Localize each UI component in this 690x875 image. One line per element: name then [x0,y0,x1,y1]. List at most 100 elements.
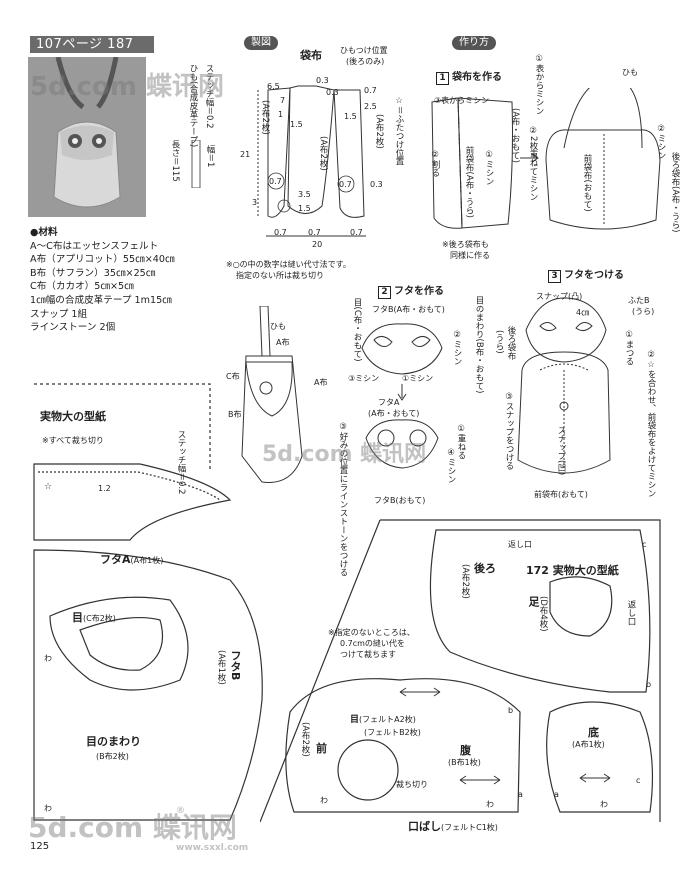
fold-mark: わ [44,804,52,813]
beak-text: 口ばし [408,820,441,833]
right-note-3: つけて裁ちます [340,650,396,659]
step-1-label: ③表からミシン [434,96,490,105]
step-3-label: スナップ(凸) [536,292,583,301]
step-1-label: 前袋布(おもて) [582,154,592,212]
fold-mark: わ [600,800,608,809]
material-line: ラインストーン 2個 [30,322,116,334]
watermark: 5d.com 蝶讯网 [262,442,427,467]
step-1-illustration [431,88,661,230]
dim: 1.5 [298,204,311,213]
belly-label: 腹 [460,744,471,757]
eye-ring-label: 目のまわり [86,735,141,748]
step-3-label: 前袋布(おもて) [534,490,588,499]
point-letter: c [642,540,647,549]
point-letter: c [636,776,641,785]
bottom-cloth: (A布1枚) [572,740,605,749]
step-2-label: 目(C布・おもて) [352,298,362,362]
step-1-number: 1 [436,72,449,85]
dim: 1.5 [344,112,357,121]
step-1-label: (A布・おもて) [510,108,520,163]
step-1-label: ②ミシン [656,124,666,160]
right-note-1: ※指定のないところは、 [328,628,415,637]
dim: 0.3 [316,76,329,85]
dim: 21 [240,150,251,159]
bag-photo [28,57,146,217]
step-2-label: ②ミシン [452,330,462,366]
watermark-url: www.sxxl.com [176,843,249,853]
material-line: 1㎝幅の合成皮革テープ 1m15㎝ [30,294,172,306]
step-2-label: フタB(A布・おもて) [372,305,445,314]
step-1-text: 袋布を作る [452,72,502,83]
side-bag-illustration [241,306,303,483]
material-line: B布（サフラン）35㎝×25㎝ [30,267,156,279]
futa-a-cloth: (A布1枚) [130,556,164,565]
side-label: B布 [228,410,242,419]
dim: 0.3 [326,88,339,97]
beak-label: 口ばし(フェルトC1枚) [408,818,498,834]
left-pattern-note: ※すべて裁ち切り [42,436,104,445]
foot-label: 足 [527,596,540,607]
materials-title: ●材料 [30,227,58,238]
futa-a-text: フタA [100,553,131,566]
bag-cloth-title: 袋布 [300,49,322,62]
watermark: 5d.com 蝶讯网 [28,811,237,844]
left-pattern-title: 実物大の型紙 [40,410,106,423]
dim: 6.5 [267,82,280,91]
step-2-label: ④ミシン [446,448,456,484]
step-2-number: 2 [378,286,391,299]
step-1-label: ②2枚重ねてミシン [528,126,538,201]
howto-pill: 作り方 [452,36,496,50]
futa-a-label: フタA(A布1枚) [100,554,163,566]
dim: 0.7 [274,228,287,237]
dim: 3.5 [298,190,311,199]
foot-return: 返し口 [626,600,636,626]
materials-list: ●材料 A～C布はエッセンスフェルト A布（アプリコット）55㎝×40㎝ B布（… [30,226,175,335]
step-3-label: スナップ(凹) [556,426,566,476]
dim: 0.7 [269,177,282,186]
step-2-label: ③好みの位置にラインストーンをつける [338,422,348,577]
tape-length: 長さ＝115 [170,140,180,182]
material-line: スナップ 1組 [30,308,88,320]
right-pattern-lines [260,519,661,823]
owl-bag-image [28,57,146,217]
point-letter: b [646,680,652,689]
return-opening: 返し口 [508,540,532,549]
material-line: A布（アプリコット）55㎝×40㎝ [30,254,175,266]
strap-position: ひもつけ位置 [340,46,388,55]
step-3-illustration [517,297,611,474]
front-cloth: (A布2枚) [300,722,310,757]
bottom-label: 底 [588,726,599,739]
dim: 3 [252,198,258,207]
point-letter: b [508,706,514,715]
side-label: A布 [314,378,328,387]
tape-label: ひも(合成皮革テープ) [188,64,198,148]
step-1-label: ②割る [430,150,440,177]
flap-position: ☆＝ふたつけ位置 [394,96,404,166]
eye-felt-text: 目 [350,715,360,725]
step-2-label: ①ミシン [402,374,434,383]
step-1-label: ①表からミシン [534,54,544,115]
dim: 20 [312,240,323,249]
dim: 0.7 [308,228,321,237]
dim: 1 [278,110,284,119]
fold-mark: わ [486,800,494,809]
side-label: C布 [226,372,240,381]
back-cloth: (A布2枚) [460,564,470,599]
step-3-label: ①まつる [624,330,634,366]
step-2-label: フタA [378,398,400,407]
watermark-reg: ® [176,806,185,816]
dim: 1.5 [290,120,303,129]
cloth-center: (A布2枚) [318,136,328,171]
right-note-2: 0.7cmの縫い代を [340,639,405,648]
tape-width: 幅＝1 [205,145,215,168]
side-label: A布 [276,338,290,347]
left-pattern-stitch: ステッチ幅＝0.2 [176,430,186,495]
step-1-label: 後ろ袋布(A布・うら) [670,152,680,233]
step-3-label: 後ろ袋布 [506,326,516,360]
dim: 0.7 [364,86,377,95]
step-2-label: ③ミシン [348,374,380,383]
step-1-note-1: ※後ろ袋布も [442,240,489,249]
cloth-left: (A布2枚) [260,100,270,135]
eye-text: 目 [72,611,83,624]
